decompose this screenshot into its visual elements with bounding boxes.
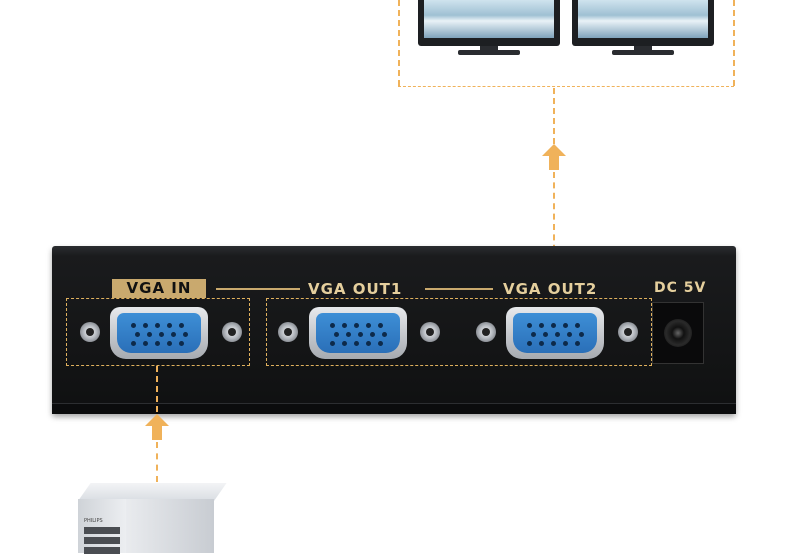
vga-in-label: VGA IN bbox=[112, 279, 206, 298]
vga-pin bbox=[366, 341, 371, 346]
vga-pin bbox=[167, 323, 172, 328]
vga-pin bbox=[551, 341, 556, 346]
vga-pin bbox=[555, 332, 560, 337]
dc-power-label: DC 5V bbox=[654, 280, 707, 296]
vga-pin bbox=[330, 323, 335, 328]
vga-pin bbox=[563, 341, 568, 346]
vga-pin bbox=[527, 341, 532, 346]
vga-pin bbox=[131, 323, 136, 328]
vga-pin bbox=[147, 332, 152, 337]
vga-pin bbox=[342, 341, 347, 346]
vga-pin bbox=[155, 323, 160, 328]
screw-icon bbox=[80, 322, 100, 342]
vga-pin bbox=[575, 323, 580, 328]
monitor-frame-right bbox=[733, 0, 735, 86]
vga-pin bbox=[539, 341, 544, 346]
screw-icon bbox=[278, 322, 298, 342]
screw-icon bbox=[618, 322, 638, 342]
vga-pin bbox=[551, 323, 556, 328]
vga-pin bbox=[143, 323, 148, 328]
arrow-up-icon bbox=[542, 144, 566, 170]
vga-pin bbox=[575, 341, 580, 346]
vga-pin bbox=[354, 341, 359, 346]
monitor-screen bbox=[578, 0, 708, 38]
vga-out1-port[interactable] bbox=[309, 307, 407, 359]
vga-pin bbox=[358, 332, 363, 337]
vga-pin bbox=[382, 332, 387, 337]
monitor-screen bbox=[424, 0, 554, 38]
vga-pin bbox=[179, 341, 184, 346]
vga-pin bbox=[378, 341, 383, 346]
screw-icon bbox=[222, 322, 242, 342]
computer-brand: PHILIPS bbox=[84, 518, 103, 524]
output-link-line bbox=[553, 88, 555, 144]
vga-pin bbox=[135, 332, 140, 337]
vga-pin bbox=[159, 332, 164, 337]
vga-in-port[interactable] bbox=[110, 307, 208, 359]
vga-pin bbox=[378, 323, 383, 328]
vga-pin bbox=[167, 341, 172, 346]
vga-pin bbox=[539, 323, 544, 328]
monitor-frame-bottom bbox=[398, 86, 734, 87]
input-link-line-lower bbox=[156, 442, 158, 482]
vga-pin bbox=[179, 323, 184, 328]
vga-out1-label: VGA OUT1 bbox=[308, 280, 403, 298]
vga-pin bbox=[330, 341, 335, 346]
vga-pin bbox=[543, 332, 548, 337]
vga-pin bbox=[579, 332, 584, 337]
arrow-up-icon bbox=[145, 414, 169, 440]
vga-pin bbox=[531, 332, 536, 337]
label-divider bbox=[425, 288, 493, 290]
vga-pin bbox=[567, 332, 572, 337]
label-divider bbox=[216, 288, 300, 290]
vga-pin bbox=[342, 323, 347, 328]
vga-pin bbox=[155, 341, 160, 346]
vga-pin bbox=[143, 341, 148, 346]
vga-out2-port[interactable] bbox=[506, 307, 604, 359]
vga-pin bbox=[131, 341, 136, 346]
vga-pin bbox=[334, 332, 339, 337]
vga-pin bbox=[183, 332, 188, 337]
vga-out2-label: VGA OUT2 bbox=[503, 280, 598, 298]
monitor-frame-left bbox=[398, 0, 400, 86]
vga-pin bbox=[366, 323, 371, 328]
vga-pin bbox=[370, 332, 375, 337]
vga-pin bbox=[346, 332, 351, 337]
output-link-line-lower bbox=[553, 172, 555, 282]
input-port-frame bbox=[66, 298, 250, 366]
output-ports-frame bbox=[266, 298, 652, 366]
vga-pin bbox=[171, 332, 176, 337]
vga-pin bbox=[527, 323, 532, 328]
dc-power-jack[interactable] bbox=[652, 302, 704, 364]
input-link-line bbox=[156, 366, 158, 412]
monitor-left bbox=[418, 0, 560, 55]
screw-icon bbox=[420, 322, 440, 342]
computer-tower-icon: PHILIPS bbox=[78, 483, 227, 554]
vga-pin bbox=[563, 323, 568, 328]
vga-pin bbox=[354, 323, 359, 328]
screw-icon bbox=[476, 322, 496, 342]
monitor-right bbox=[572, 0, 714, 55]
